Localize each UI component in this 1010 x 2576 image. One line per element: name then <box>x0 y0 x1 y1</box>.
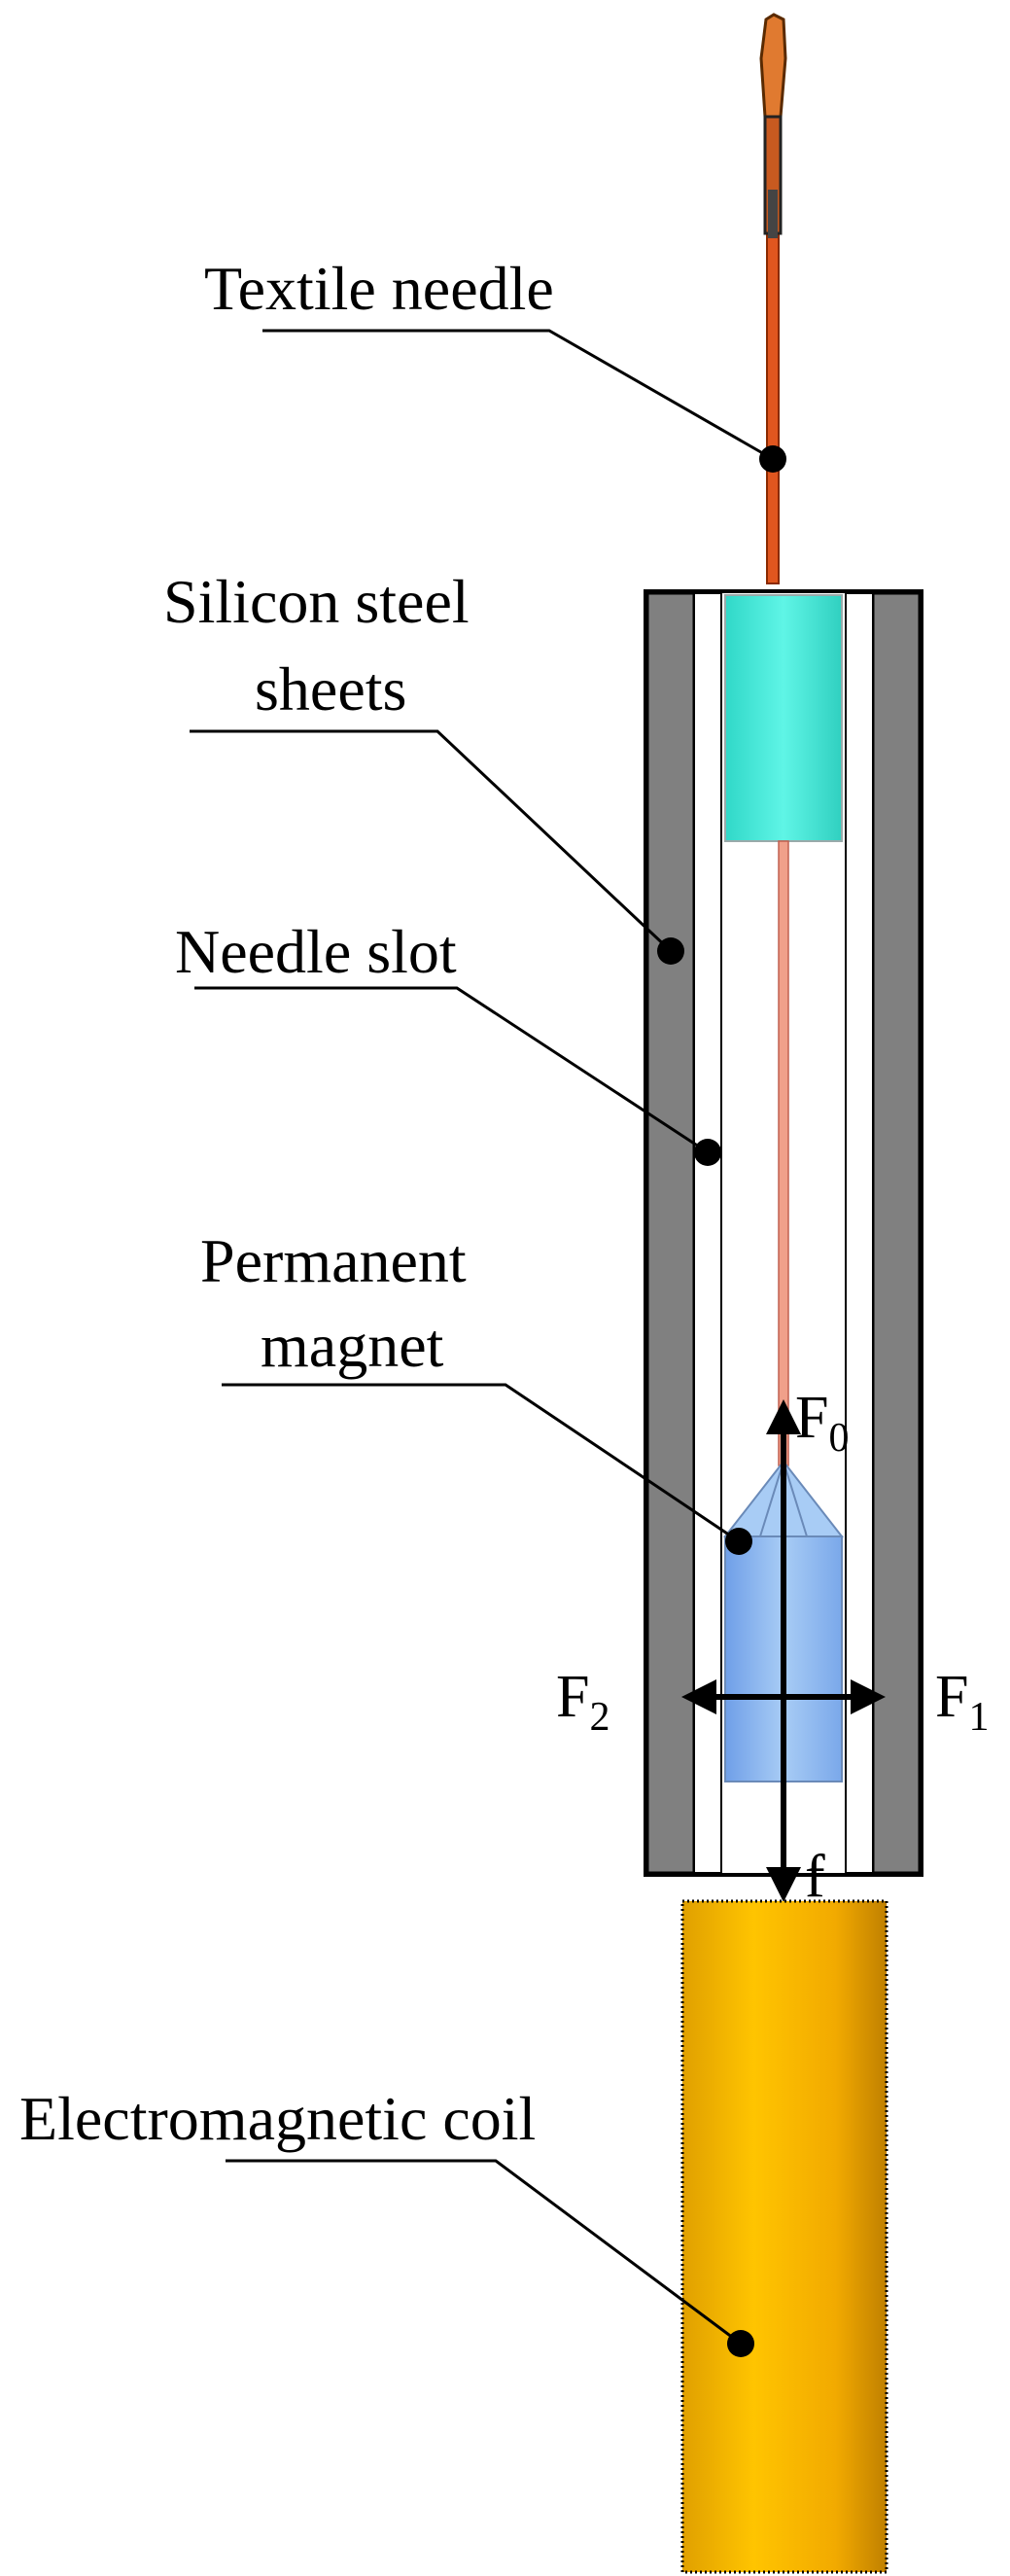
force-f0-sub: 0 <box>828 1416 849 1461</box>
label-textile-needle: Textile needle <box>204 254 554 323</box>
dot-permanent-magnet <box>725 1528 752 1555</box>
dot-needle-slot <box>694 1139 721 1166</box>
needle-slot-left <box>693 592 722 1874</box>
force-arrows <box>681 1399 886 1902</box>
dot-silicon-steel <box>657 937 684 965</box>
label-needle-slot: Needle slot <box>175 917 457 986</box>
leader-electromagnetic-coil <box>226 2159 742 2346</box>
force-f2-sub: 2 <box>589 1695 609 1740</box>
leader-permanent-magnet <box>222 1383 740 1543</box>
label-silicon-steel-line1: Silicon steel <box>163 567 470 636</box>
leader-needle-slot <box>194 986 709 1154</box>
label-electromagnetic-coil: Electromagnetic coil <box>19 2084 536 2153</box>
force-f0-main: F <box>795 1385 828 1451</box>
label-permanent-magnet-line1: Permanent <box>200 1226 467 1295</box>
force-f1-main: F <box>935 1664 968 1730</box>
dot-electromagnetic-coil <box>727 2330 754 2357</box>
textile-needle <box>759 13 787 584</box>
needle-holder <box>724 594 843 842</box>
label-force-f0: F0 <box>795 1385 849 1461</box>
silicon-steel-sheet-right <box>871 591 922 1875</box>
needle-hook <box>759 13 787 119</box>
force-f2-main: F <box>556 1664 589 1730</box>
text-labels: Textile needle Silicon steel sheets Need… <box>19 254 554 2153</box>
steel-housing <box>644 589 923 1877</box>
needle-latch-detail <box>768 190 778 238</box>
force-labels: F0 F2 F1 f <box>556 1385 989 1910</box>
needle-slot-right <box>845 592 874 1874</box>
label-silicon-steel-line2: sheets <box>255 654 406 723</box>
label-force-f1: F1 <box>935 1664 989 1740</box>
label-force-f: f <box>805 1844 825 1910</box>
needle-rod <box>778 840 789 1466</box>
electromagnetic-coil <box>680 1899 888 2574</box>
leader-lines <box>190 329 786 2357</box>
coil-body <box>680 1899 888 2574</box>
label-permanent-magnet-line2: magnet <box>261 1311 444 1380</box>
leader-textile-needle <box>262 329 774 461</box>
label-force-f2: F2 <box>556 1664 609 1740</box>
leader-silicon-steel <box>190 729 673 953</box>
force-f1-sub: 1 <box>968 1695 989 1740</box>
silicon-steel-sheet-left <box>645 591 696 1875</box>
dot-textile-needle <box>759 445 786 473</box>
